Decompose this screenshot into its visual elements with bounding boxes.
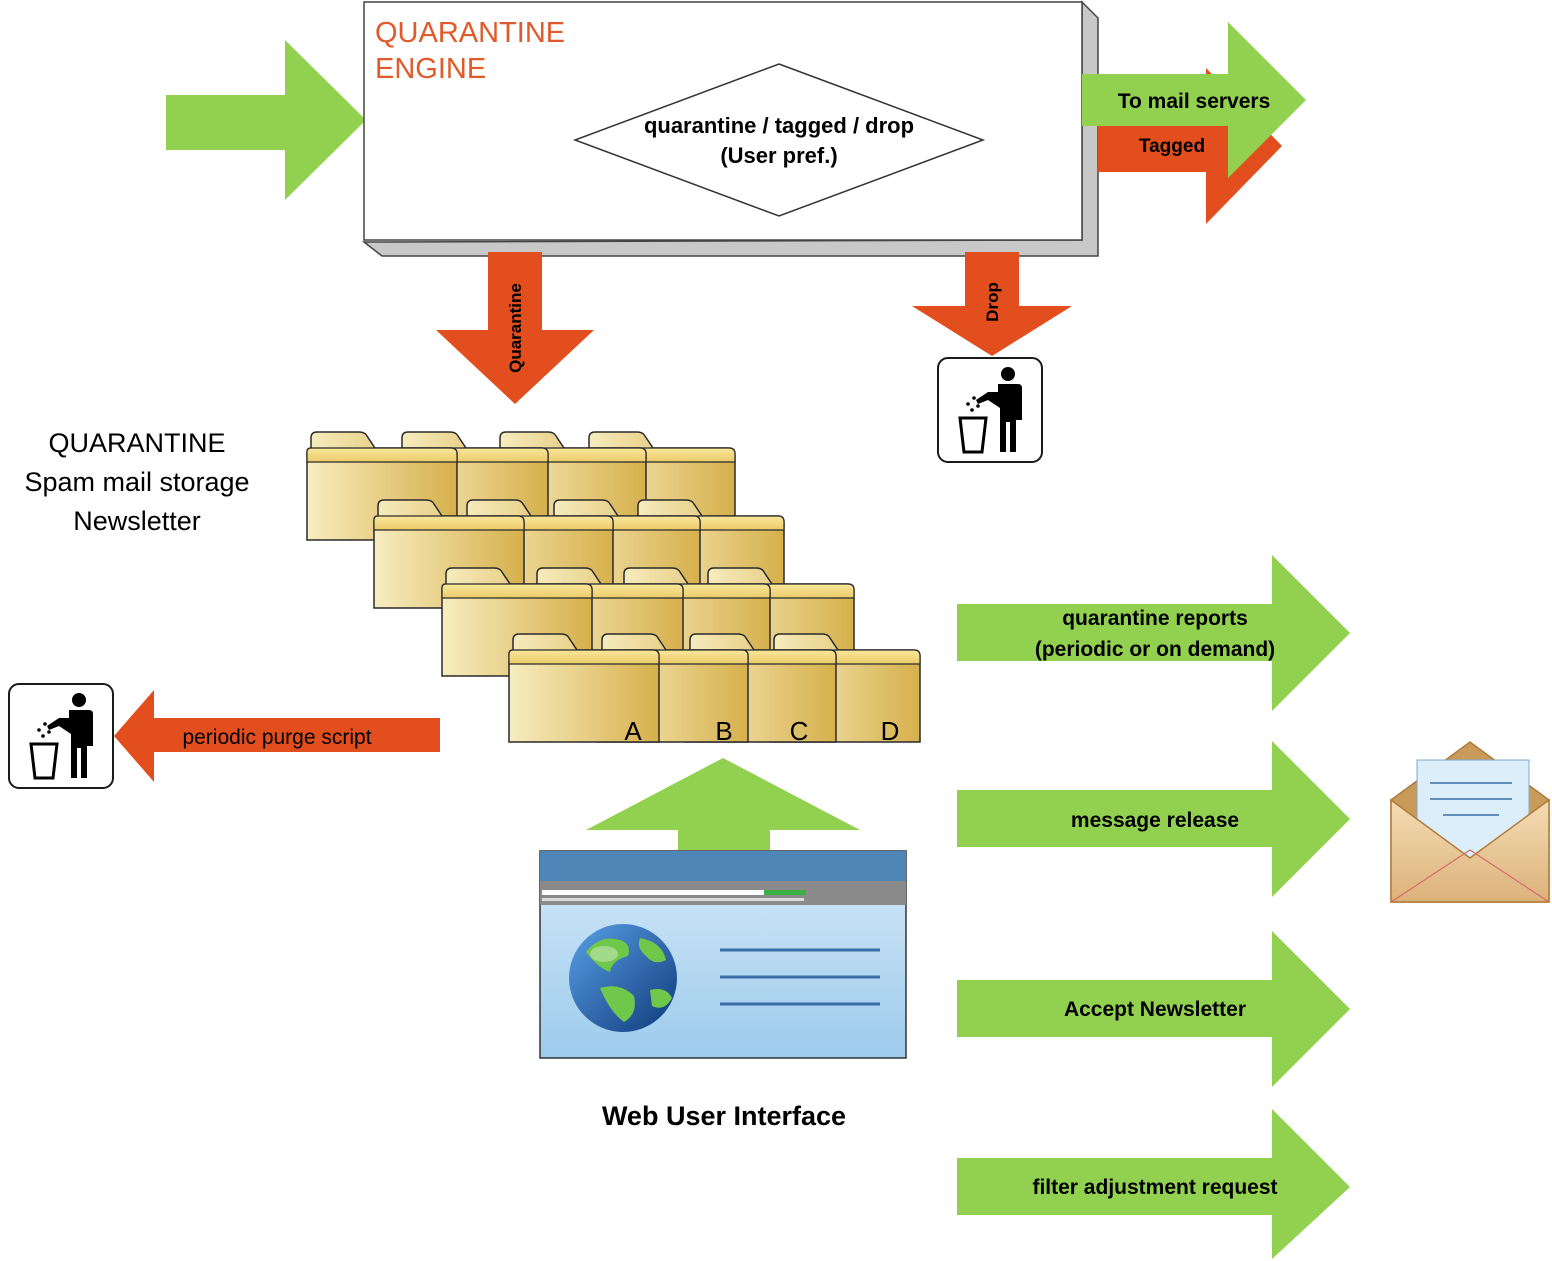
action-quarantine-reports: quarantine reports (periodic or on deman… xyxy=(957,555,1350,711)
drop-trash-icon xyxy=(936,356,1044,464)
drop-arrow-label: Drop xyxy=(983,282,1002,322)
action-label-line1: quarantine reports xyxy=(1062,607,1248,630)
engine-title-line1: QUARANTINE xyxy=(375,17,565,49)
decision-diamond xyxy=(572,63,986,217)
envelope-icon xyxy=(1390,741,1550,903)
globe-icon xyxy=(569,924,677,1032)
folder-label-c: C xyxy=(790,716,809,746)
quarantine-arrow-label: Quarantine xyxy=(506,283,525,373)
purge-label: periodic purge script xyxy=(182,726,371,749)
web-ui-arrow xyxy=(586,758,860,850)
storage-line3: Newsletter xyxy=(73,506,201,536)
action-filter-adjustment: filter adjustment request xyxy=(957,1109,1350,1259)
purge-arrow xyxy=(114,690,440,782)
action-label-line2: (periodic or on demand) xyxy=(1035,638,1275,661)
folder-label-b: B xyxy=(715,716,732,746)
incoming-arrow xyxy=(166,40,366,200)
folder-label-a: A xyxy=(624,716,642,746)
decision-line2: (User pref.) xyxy=(720,143,837,168)
action-message-release: message release xyxy=(957,741,1350,897)
to-mail-servers-arrow xyxy=(1082,22,1306,178)
action-label: filter adjustment request xyxy=(1032,1176,1277,1199)
engine-title-line2: ENGINE xyxy=(375,53,486,85)
storage-line2: Spam mail storage xyxy=(24,467,249,497)
purge-trash-icon xyxy=(7,682,115,790)
web-ui-label: Web User Interface xyxy=(602,1101,846,1131)
drop-arrow xyxy=(912,252,1072,356)
to-mail-servers-label: To mail servers xyxy=(1118,90,1271,113)
folder-stack xyxy=(306,431,921,743)
tagged-label: Tagged xyxy=(1139,136,1205,157)
quarantine-arrow xyxy=(436,252,594,404)
web-ui-window xyxy=(539,850,907,1059)
storage-line1: QUARANTINE xyxy=(48,428,225,458)
folder-label-d: D xyxy=(881,716,900,746)
action-label: Accept Newsletter xyxy=(1064,998,1246,1021)
action-label: message release xyxy=(1071,809,1239,832)
decision-line1: quarantine / tagged / drop xyxy=(644,113,914,138)
action-accept-newsletter: Accept Newsletter xyxy=(957,931,1350,1087)
